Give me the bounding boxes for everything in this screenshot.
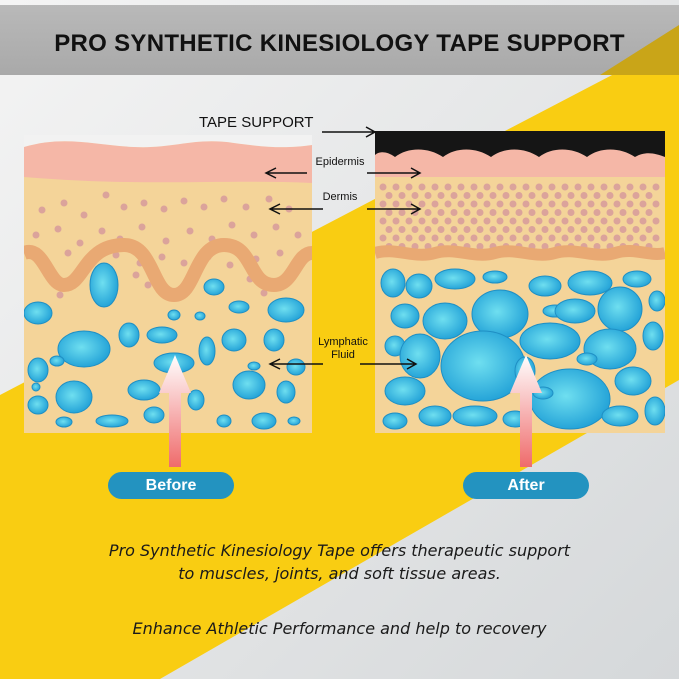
lymphatic-label-line1: Lymphatic [318,336,368,348]
description-text: Pro Synthetic Kinesiology Tape offers th… [0,539,679,585]
page-title: PRO SYNTHETIC KINESIOLOGY TAPE SUPPORT [54,30,625,57]
dermis-boundary [24,237,312,303]
description-line-1: Pro Synthetic Kinesiology Tape offers th… [108,541,571,560]
title-bar [0,5,679,75]
before-up-arrow-icon [159,355,191,467]
lymphatic-right-arrow-icon [360,358,418,370]
after-up-arrow-icon [510,355,542,467]
description-line-2: to muscles, joints, and soft tissue area… [178,564,501,583]
epidermis-left-arrow-icon [264,167,307,179]
epidermis-layer [24,141,312,183]
dermis-label: Dermis [322,191,358,203]
lymphatic-fluid-blobs [380,268,665,430]
before-badge: Before [108,472,234,499]
after-badge: After [463,472,589,499]
kinesiology-tape [375,131,665,157]
tagline: Enhance Athletic Performance and help to… [132,619,547,638]
lymphatic-left-arrow-icon [268,358,323,370]
epidermis-label: Epidermis [315,156,365,168]
dermis-boundary [375,245,665,261]
title-bar-accent [600,25,679,75]
tape-support-arrow-icon [322,126,377,138]
epidermis-right-arrow-icon [367,167,422,179]
dermis-right-arrow-icon [367,203,422,215]
lymphatic-fluid-blobs [24,262,306,430]
dermis-left-arrow-icon [268,203,323,215]
lymphatic-fluid-label: Lymphatic Fluid [305,336,381,362]
tape-support-label: TAPE SUPPORT [199,114,314,131]
lymphatic-label-line2: Fluid [331,349,355,361]
